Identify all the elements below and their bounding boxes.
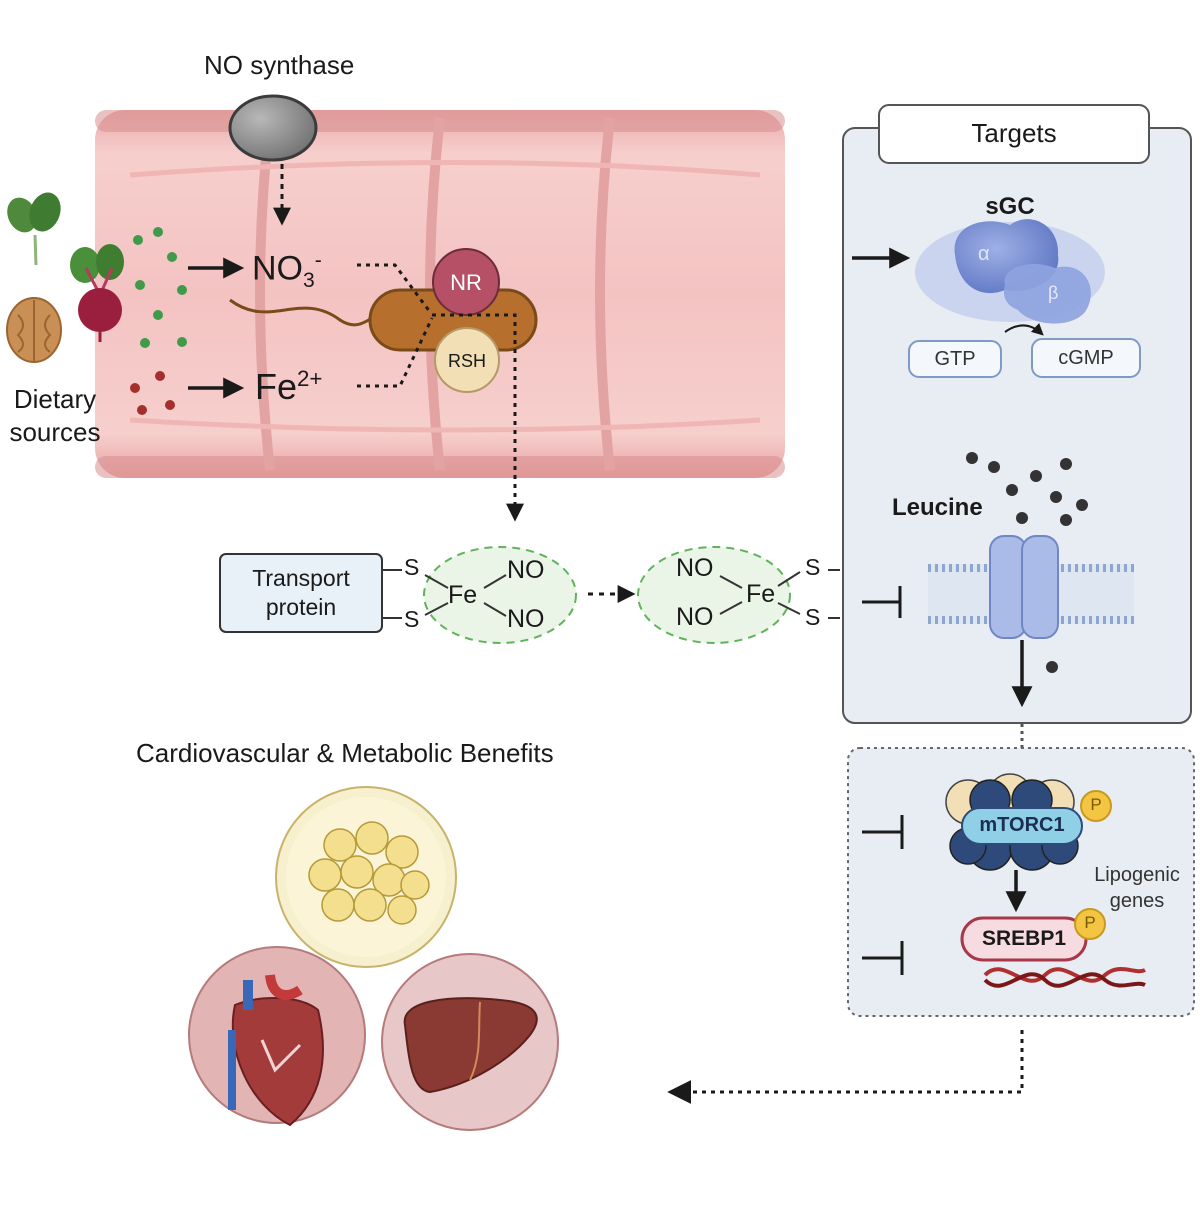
cgmp-box — [1031, 338, 1141, 378]
left-fe: Fe — [448, 581, 478, 609]
sgc-label: sGC — [985, 193, 1035, 220]
p-mtorc1-label: P — [1090, 795, 1102, 814]
mtorc1-complex-icon — [945, 773, 1083, 871]
transport-protein-label: Transport protein — [220, 564, 382, 622]
left-s-top: S — [404, 554, 420, 580]
nitrate-particles — [133, 227, 187, 348]
iron-base: Fe — [255, 366, 298, 407]
phosphate-mtorc1 — [1080, 790, 1112, 822]
nr-label: NR — [450, 270, 482, 295]
transport-protein-box — [219, 553, 383, 633]
right-fe: Fe — [746, 580, 776, 608]
sgc-enzyme-icon — [915, 219, 1105, 324]
right-s-top: S — [805, 554, 821, 580]
left-no-top: NO — [507, 556, 545, 584]
dietary-sources-line2: sources — [9, 417, 101, 447]
beta-label: β — [1048, 283, 1059, 303]
leucine-label: Leucine — [892, 494, 983, 521]
right-s-bottom: S — [805, 604, 821, 630]
transport-line1: Transport — [252, 565, 350, 591]
nitrate-sub: 3 — [303, 269, 315, 293]
no-synthase-icon — [228, 94, 318, 162]
targets-title-box — [878, 104, 1150, 164]
phosphate-srebp1 — [1074, 908, 1106, 940]
dnic-complex-left — [423, 546, 577, 644]
right-no-bottom: NO — [676, 603, 714, 631]
beetroot-icon — [70, 244, 124, 342]
heart-icon — [188, 946, 366, 1127]
iron-sup: 2+ — [297, 366, 323, 391]
srebp1-label: SREBP1 — [981, 927, 1067, 950]
right-no-top: NO — [676, 554, 714, 582]
lipogenic-genes-label: Lipogenic genes — [1084, 862, 1190, 914]
nitrate-label: NO3- — [252, 250, 322, 291]
spinach-icon — [7, 192, 61, 266]
adipose-tissue-icon — [275, 786, 457, 968]
iron-particles — [130, 371, 175, 415]
liver-icon — [381, 953, 559, 1131]
lipogenic-line1: Lipogenic — [1094, 864, 1180, 886]
amino-acid-transporter-icon — [989, 535, 1059, 639]
dnic-complex-right — [637, 546, 791, 644]
left-s-bottom: S — [404, 606, 420, 632]
dietary-sources-label: Dietary sources — [0, 383, 110, 449]
walnut-icon — [6, 297, 62, 363]
gtp-label: GTP — [934, 348, 976, 370]
cgmp-label: cGMP — [1058, 347, 1114, 369]
p-srebp1-label: P — [1084, 913, 1096, 932]
nitrate-sup: - — [314, 249, 322, 272]
bacterium-icon — [229, 248, 538, 393]
lipogenic-line2: genes — [1109, 890, 1165, 912]
mtorc1-label: mTORC1 — [979, 814, 1065, 836]
no-synthase-label: NO synthase — [204, 50, 355, 80]
nitrate-base: NO — [252, 249, 303, 288]
targets-title: Targets — [971, 118, 1057, 148]
gtp-box — [908, 340, 1002, 378]
iron-label: Fe2+ — [255, 366, 323, 407]
alpha-label: α — [978, 243, 990, 265]
transport-line2: protein — [265, 594, 337, 620]
leucine-particles — [966, 452, 1088, 673]
left-no-bottom: NO — [507, 605, 545, 633]
dna-icon — [983, 967, 1146, 988]
rsh-label: RSH — [447, 351, 486, 371]
dietary-sources-line1: Dietary — [13, 384, 97, 414]
benefits-title: Cardiovascular & Metabolic Benefits — [136, 738, 554, 768]
